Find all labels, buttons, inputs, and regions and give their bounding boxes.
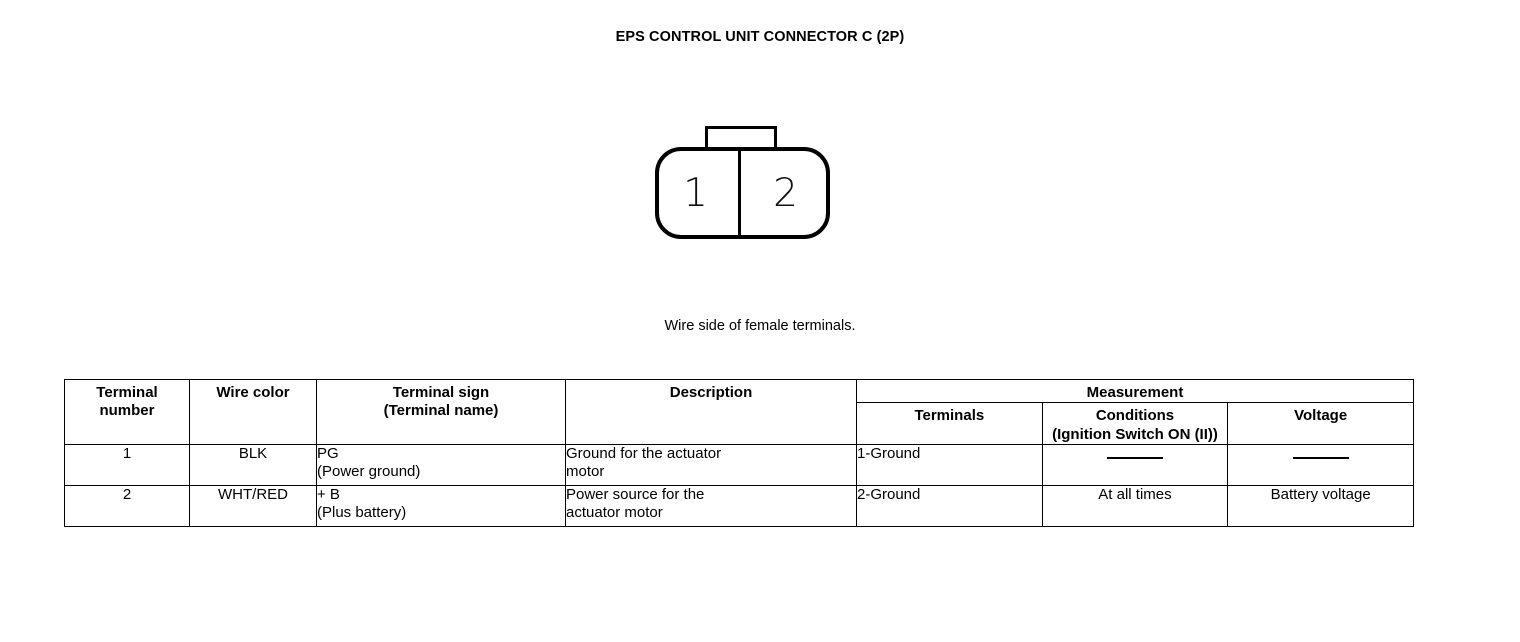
cell-wire-color: BLK <box>189 443 317 486</box>
terminal-sign-line1: PG <box>317 444 339 462</box>
cell-voltage <box>1227 443 1414 486</box>
column-header-conditions: Conditions (Ignition Switch ON (II)) <box>1041 402 1229 445</box>
cell-conditions: At all times <box>1041 484 1229 527</box>
cell-voltage: Battery voltage <box>1227 484 1414 527</box>
description-line2: actuator motor <box>566 504 663 522</box>
conditions-header-line1: Conditions <box>1095 407 1175 425</box>
cell-wire-color: WHT/RED <box>189 484 317 527</box>
page-title: EPS CONTROL UNIT CONNECTOR C (2P) <box>615 29 905 45</box>
cell-terminals: 2-Ground <box>856 484 1043 527</box>
cell-description: Ground for the actuator motor <box>565 443 857 486</box>
table-row: 2 WHT/RED + B (Plus battery) Power sourc… <box>64 484 1414 527</box>
table-header-row-2: Terminals Conditions (Ignition Switch ON… <box>65 402 1414 445</box>
connector-cavity-divider <box>738 147 741 239</box>
table-header: Terminal number Wire color Terminal sign… <box>64 378 1414 445</box>
description-line1: Ground for the actuator <box>566 444 722 462</box>
cell-terminal-sign: + B (Plus battery) <box>316 484 566 527</box>
conditions-header-line2: (Ignition Switch ON (II)) <box>1052 425 1218 443</box>
not-applicable-dash-icon <box>1292 457 1349 460</box>
column-header-terminal-number: Terminal number <box>64 379 190 445</box>
cell-terminal-sign: PG (Power ground) <box>316 443 566 486</box>
column-header-voltage: Voltage <box>1227 402 1414 445</box>
terminal-number-header-line1: Terminal <box>96 384 158 401</box>
description-line1: Power source for the <box>566 485 705 503</box>
connector-diagram: 1 2 <box>650 126 835 244</box>
terminal-number-header-line2: number <box>99 402 155 420</box>
column-header-terminal-sign: Terminal sign (Terminal name) <box>316 379 566 445</box>
table-row: 1 BLK PG (Power ground) Ground for the a… <box>64 443 1414 486</box>
terminal-specification-table: Terminal number Wire color Terminal sign… <box>64 378 1414 527</box>
terminal-sign-line2: (Plus battery) <box>317 504 407 522</box>
column-header-description: Description <box>565 379 857 445</box>
table-header-row-1: Terminal number Wire color Terminal sign… <box>64 378 1414 445</box>
column-header-wire-color: Wire color <box>189 379 317 445</box>
connector-pin-2: 2 <box>773 170 798 216</box>
cell-description: Power source for the actuator motor <box>565 484 857 527</box>
terminal-sign-header-line1: Terminal sign <box>392 384 490 401</box>
column-header-terminals: Terminals <box>856 402 1043 445</box>
table-body: 1 BLK PG (Power ground) Ground for the a… <box>64 443 1414 527</box>
terminal-sign-header-line2: (Terminal name) <box>383 402 499 420</box>
not-applicable-dash-icon <box>1106 457 1163 460</box>
cell-terminals: 1-Ground <box>856 443 1043 486</box>
terminal-sign-line2: (Power ground) <box>317 463 421 481</box>
terminal-sign-line1: + B <box>317 485 340 503</box>
diagram-caption: Wire side of female terminals. <box>664 318 856 334</box>
connector-latch-tab <box>705 126 777 150</box>
column-header-measurement-group: Measurement <box>856 378 1414 404</box>
cell-terminal-number: 1 <box>64 443 190 486</box>
cell-terminal-number: 2 <box>64 484 190 527</box>
connector-pin-1: 1 <box>683 170 708 216</box>
connector-body-outline <box>655 147 830 239</box>
description-line2: motor <box>566 463 605 481</box>
cell-conditions <box>1041 443 1229 486</box>
